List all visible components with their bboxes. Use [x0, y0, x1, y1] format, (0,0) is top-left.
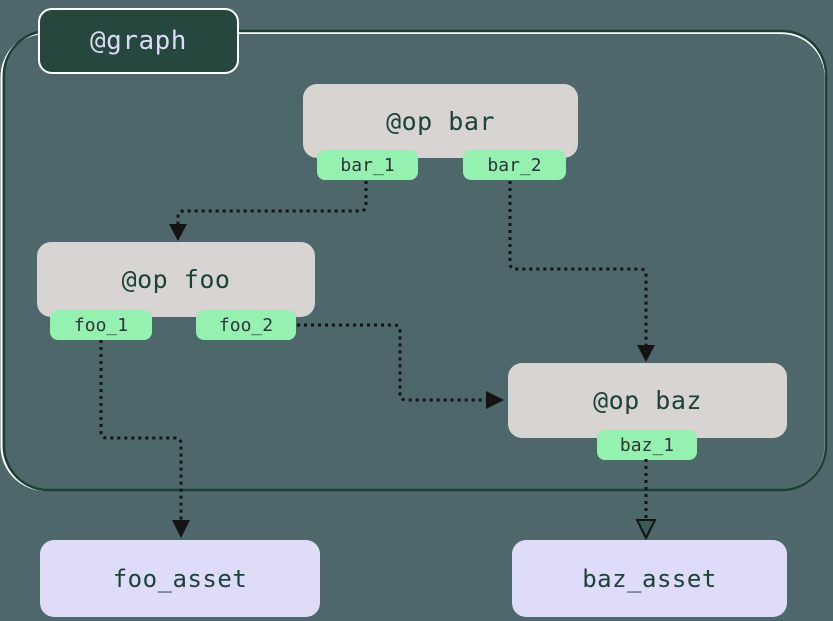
asset-baz-label: baz_asset	[582, 564, 717, 593]
asset-node-foo-asset: foo_asset	[40, 540, 320, 617]
output-tab-bar-1-label: bar_1	[340, 154, 395, 176]
output-tab-foo-2: foo_2	[196, 310, 296, 340]
op-foo-label: @op foo	[121, 265, 231, 294]
op-baz-label: @op baz	[593, 386, 702, 415]
output-tab-bar-1: bar_1	[317, 150, 418, 180]
output-tab-baz-1-label: baz_1	[619, 434, 675, 456]
asset-foo-label: foo_asset	[112, 564, 248, 593]
output-tab-foo-1-label: foo_1	[73, 314, 129, 336]
op-node-bar: @op bar	[303, 84, 578, 158]
asset-node-baz-asset: baz_asset	[512, 540, 787, 617]
output-tab-bar-2: bar_2	[463, 150, 566, 180]
output-tab-bar-2-label: bar_2	[487, 154, 542, 176]
op-bar-label: @op bar	[386, 106, 495, 136]
op-node-baz: @op baz	[508, 363, 787, 438]
output-tab-foo-1: foo_1	[50, 310, 152, 340]
op-node-foo: @op foo	[37, 242, 315, 317]
graph-container-outline	[2, 29, 828, 492]
output-tab-foo-2-label: foo_2	[218, 314, 274, 336]
graph-label-text: @graph	[90, 26, 187, 56]
graph-label: @graph	[38, 8, 239, 74]
output-tab-baz-1: baz_1	[597, 430, 697, 460]
